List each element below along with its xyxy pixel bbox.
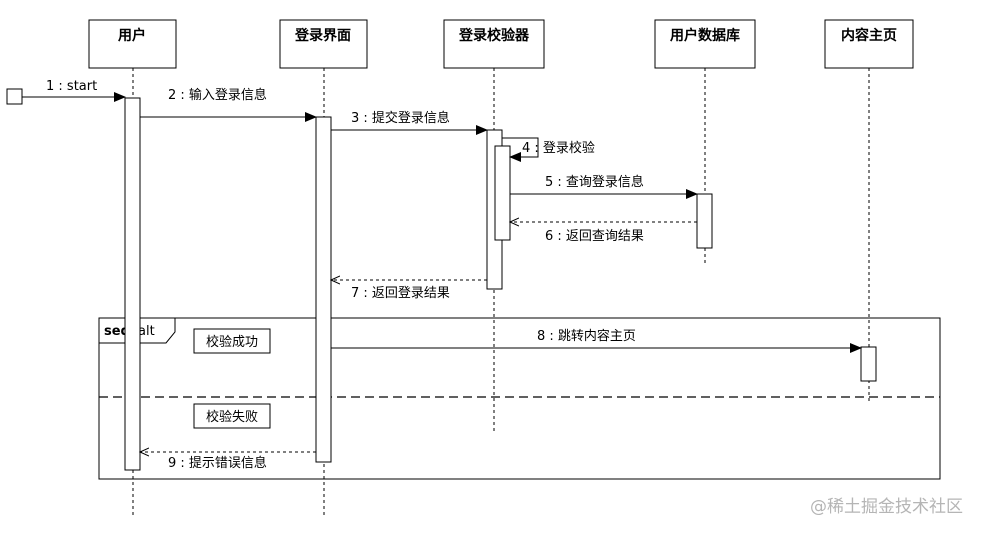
guard-failure: 校验失败 [193, 403, 271, 429]
message-8-label: 8 : 跳转内容主页 [537, 328, 636, 344]
svg-text:校验成功: 校验成功 [206, 334, 258, 350]
participant-validator-label: 登录校验器 [458, 27, 530, 44]
message-7-label: 7 : 返回登录结果 [351, 286, 450, 301]
activation-user-db [696, 193, 713, 249]
message-3[interactable]: 3 : 提交登录信息 [331, 110, 488, 135]
message-6-label: 6 : 返回查询结果 [545, 229, 644, 244]
message-7-return[interactable]: 7 : 返回登录结果 [331, 280, 487, 301]
participant-user-db-label: 用户数据库 [670, 27, 740, 44]
guard-success: 校验成功 [193, 328, 271, 354]
participant-validator[interactable]: 登录校验器 [443, 19, 545, 69]
message-9-return[interactable]: 9 : 提示错误信息 [140, 452, 316, 471]
participant-user-label: 用户 [118, 27, 146, 44]
participant-login-ui[interactable]: 登录界面 [279, 19, 368, 69]
start-node[interactable] [6, 88, 23, 105]
message-5-label: 5 : 查询登录信息 [545, 174, 644, 190]
watermark: @稀土掘金技术社区 [810, 497, 963, 517]
alt-fragment[interactable]: seq alt 校验成功 校验失败 [98, 317, 941, 480]
participant-user[interactable]: 用户 [88, 19, 177, 69]
participant-home[interactable]: 内容主页 [824, 19, 914, 69]
message-2-label: 2 : 输入登录信息 [168, 87, 267, 103]
svg-text:校验失败: 校验失败 [206, 409, 258, 425]
message-9-label: 9 : 提示错误信息 [168, 455, 267, 471]
participant-home-label: 内容主页 [841, 27, 897, 44]
message-1-label: 1 : start [46, 79, 97, 94]
activation-login-ui [315, 116, 332, 463]
message-4-label: 4 : 登录校验 [522, 140, 595, 156]
message-4-self[interactable]: 4 : 登录校验 [502, 137, 595, 162]
alt-fragment-keyword: seq alt [104, 324, 155, 339]
message-3-label: 3 : 提交登录信息 [351, 110, 450, 126]
message-6-return[interactable]: 6 : 返回查询结果 [510, 222, 697, 244]
message-1[interactable]: 1 : start [22, 79, 126, 102]
participant-user-db[interactable]: 用户数据库 [654, 19, 756, 69]
activation-user [124, 97, 141, 471]
message-5[interactable]: 5 : 查询登录信息 [510, 174, 698, 199]
participant-login-ui-label: 登录界面 [294, 27, 351, 44]
activation-home [860, 346, 877, 382]
activation-validator-nested [494, 145, 511, 241]
message-8[interactable]: 8 : 跳转内容主页 [331, 328, 862, 353]
message-2[interactable]: 2 : 输入登录信息 [140, 87, 317, 122]
activations [124, 97, 877, 471]
